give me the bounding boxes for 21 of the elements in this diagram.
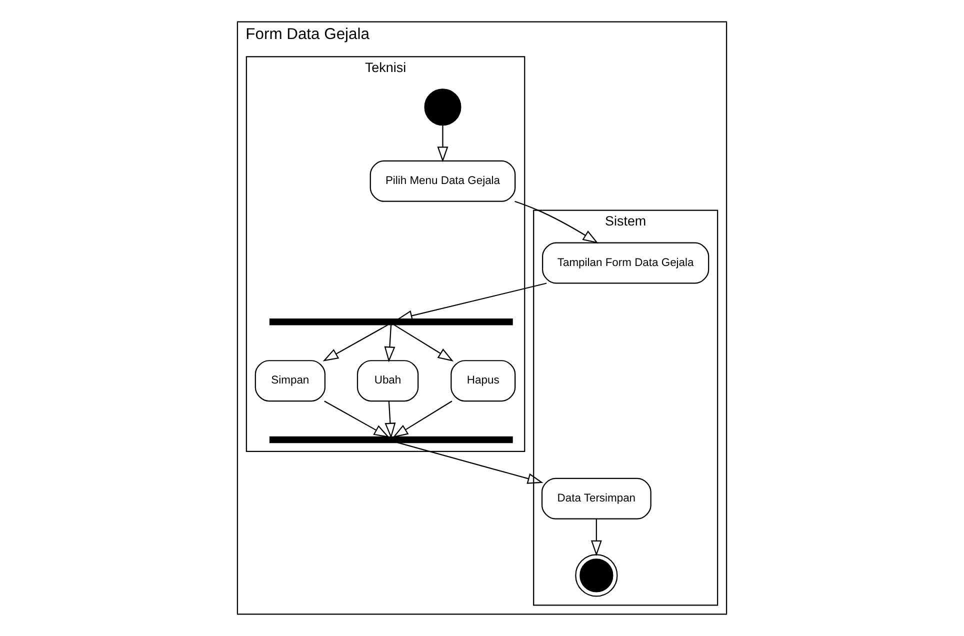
arrow xyxy=(322,324,388,362)
node-bullseye xyxy=(575,554,618,597)
node-circle xyxy=(424,88,462,126)
arrow xyxy=(384,324,396,362)
node-box: Pilih Menu Data Gejala xyxy=(370,160,516,202)
arrow xyxy=(324,400,390,438)
arrow xyxy=(437,125,448,162)
node-box: Tampilan Form Data Gejala xyxy=(542,242,710,284)
arrow xyxy=(397,442,544,484)
arrow xyxy=(514,200,598,244)
node-bar xyxy=(269,318,513,326)
node-box: Data Tersimpan xyxy=(541,478,652,520)
arrow xyxy=(392,400,452,438)
arrow xyxy=(396,282,547,322)
node-box: Ubah xyxy=(356,360,419,402)
node-bar xyxy=(269,436,513,444)
node-box: Simpan xyxy=(254,360,326,402)
arrow xyxy=(394,324,454,362)
arrow xyxy=(590,518,602,556)
arrow xyxy=(384,401,396,439)
node-box: Hapus xyxy=(450,360,516,402)
